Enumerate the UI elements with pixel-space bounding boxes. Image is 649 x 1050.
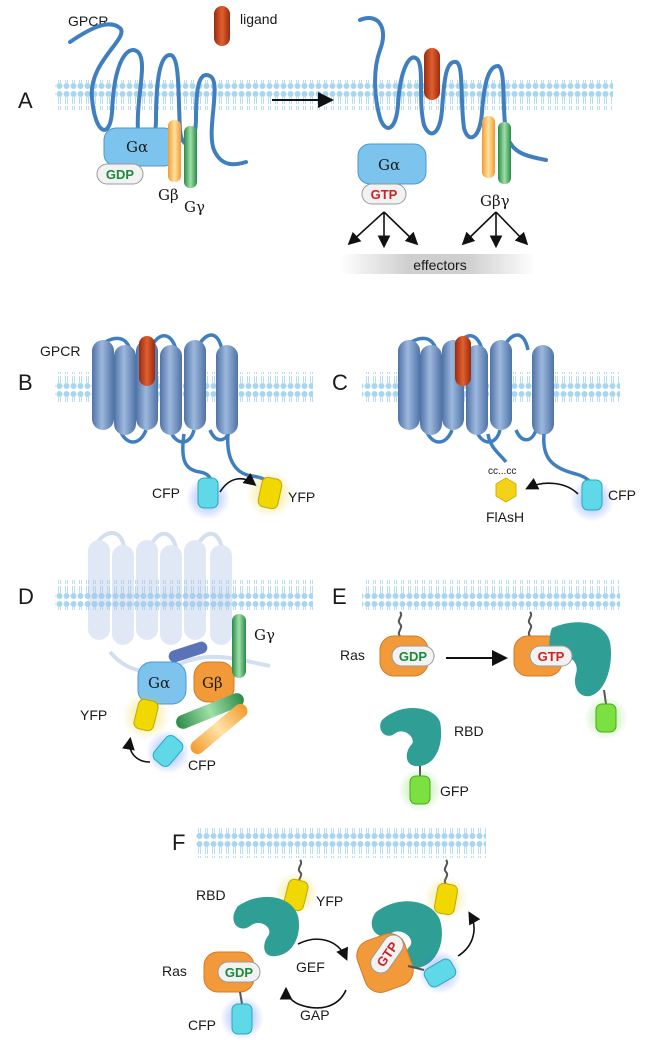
yfp-label-d: YFP xyxy=(80,707,107,723)
gef-arrow xyxy=(297,938,348,961)
rbd-label-e: RBD xyxy=(454,723,484,739)
cfp-c xyxy=(581,479,603,511)
flash-marker xyxy=(495,477,517,503)
g-beta-free xyxy=(482,116,495,178)
ligand-c xyxy=(455,336,471,386)
cfp-d xyxy=(152,735,184,767)
gfp-label-e: GFP xyxy=(440,783,469,799)
yfp-label-b: YFP xyxy=(288,489,315,505)
g-gamma-label-a: Gγ xyxy=(184,198,205,216)
ras-label-e: Ras xyxy=(340,647,365,663)
ras-anchor-e2 xyxy=(527,611,533,637)
g-alpha-anchor-d xyxy=(168,641,208,663)
cfp-label-d: CFP xyxy=(188,757,216,773)
loops-b xyxy=(94,333,232,444)
yfp-d xyxy=(133,698,159,732)
cfp-label-f: CFP xyxy=(188,1017,216,1033)
cysteine-motif-label: cc...cc xyxy=(488,466,516,477)
gtp-label-e: GTP xyxy=(538,649,565,664)
ras-label-f: Ras xyxy=(162,963,187,979)
effectors-label: effectors xyxy=(413,257,466,273)
gap-arrow xyxy=(279,986,347,1009)
fret-arrow-c xyxy=(525,477,579,495)
gfp-e1 xyxy=(595,703,617,733)
rbd-label-f: RBD xyxy=(196,887,226,903)
fret-arrow-b xyxy=(219,473,257,493)
rbd-free-e xyxy=(380,707,442,767)
gdp-chip-f xyxy=(217,961,261,983)
tm-helices-c xyxy=(398,340,554,435)
gpcr-active xyxy=(358,16,548,162)
panel-label-b: B xyxy=(18,370,33,395)
rbd-f1 xyxy=(233,896,300,957)
fret-arrow-f xyxy=(457,911,481,957)
ligand-bound-a xyxy=(424,48,440,100)
panel-label-a: A xyxy=(18,88,33,113)
panel-label-e: E xyxy=(332,584,347,609)
g-beta-label-a: Gβ xyxy=(158,186,179,204)
yfp-label-f: YFP xyxy=(316,893,343,909)
membrane-e xyxy=(362,580,620,610)
gtp-label-a: GTP xyxy=(371,187,398,202)
gef-label: GEF xyxy=(296,959,325,975)
cfp-b xyxy=(197,477,219,509)
cfp-label-b: CFP xyxy=(152,485,180,501)
panel-label-c: C xyxy=(332,370,348,395)
g-beta-label-d: Gβ xyxy=(202,674,223,692)
g-alpha-label-a: Gα xyxy=(126,138,148,156)
g-alpha-label-active: Gα xyxy=(378,156,400,174)
faded-receptor-d xyxy=(88,531,271,674)
membrane-a xyxy=(55,80,613,110)
cfp-f1 xyxy=(231,1003,253,1035)
loops-c xyxy=(400,333,538,444)
panel-label-f: F xyxy=(172,830,185,855)
rbd-bound-e xyxy=(549,622,612,697)
gtp-chip-a xyxy=(361,183,407,205)
gdp-label-f: GDP xyxy=(225,965,254,980)
effectors-band xyxy=(340,254,536,274)
g-gamma-free xyxy=(498,122,511,184)
ligand-b xyxy=(139,336,155,386)
g-alpha-label-d: Gα xyxy=(148,674,170,692)
effector-arrows xyxy=(347,211,529,249)
fret-arrow-d xyxy=(122,736,151,763)
g-gamma-d xyxy=(232,614,246,678)
ligand-label: ligand xyxy=(240,11,277,27)
g-beta-gamma-label: Gβγ xyxy=(480,192,510,210)
gtp-chip-f xyxy=(370,934,404,974)
ras-anchor-e1 xyxy=(397,611,403,637)
gdp-label-a: GDP xyxy=(106,167,135,182)
g-beta-linker-d xyxy=(190,704,248,754)
g-beta-inactive xyxy=(168,120,181,182)
cfp-label-c: CFP xyxy=(608,487,636,503)
gap-label: GAP xyxy=(300,1007,330,1023)
gdp-label-e: GDP xyxy=(399,649,428,664)
gpcr-label-b: GPCR xyxy=(40,343,80,359)
g-gamma-inactive xyxy=(184,126,197,188)
gdp-chip-e xyxy=(391,645,435,667)
tm-helices-b xyxy=(92,340,238,435)
gdp-chip-a xyxy=(96,163,144,185)
g-gamma-label-d: Gγ xyxy=(254,626,275,644)
rbd-f2 xyxy=(371,901,442,969)
membrane-d xyxy=(55,580,313,610)
gpcr-inactive xyxy=(68,22,248,167)
cfp-f2 xyxy=(423,958,457,988)
flash-label: FlAsH xyxy=(486,509,524,525)
g-gamma-linker-d xyxy=(176,693,244,729)
gfp-e2 xyxy=(409,775,431,805)
yfp-f2 xyxy=(433,882,459,916)
yfp-b xyxy=(257,476,283,510)
ligand-a xyxy=(214,6,230,46)
membrane-f xyxy=(196,828,486,858)
panel-label-d: D xyxy=(18,584,34,609)
gtp-chip-e xyxy=(529,645,573,667)
